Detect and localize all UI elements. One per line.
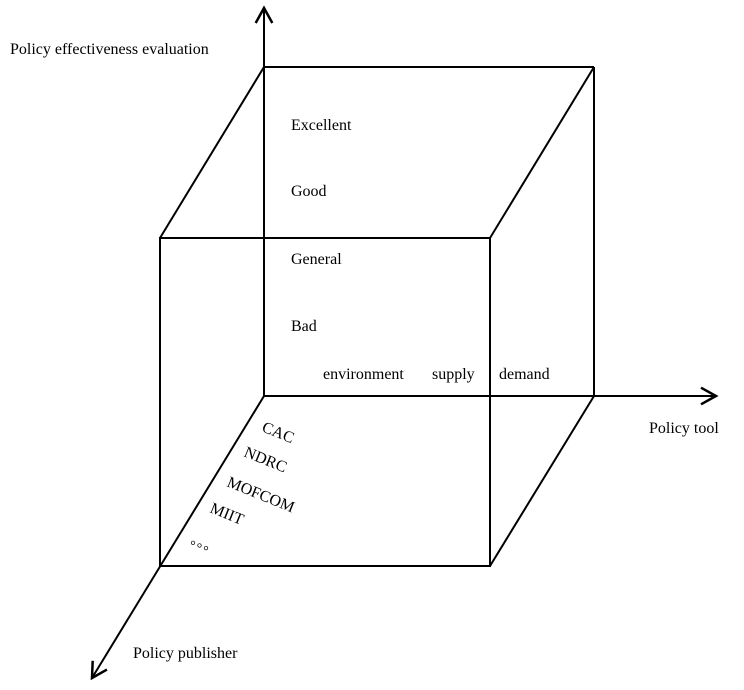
publisher-ellipsis: 。。。	[189, 533, 221, 557]
front-face	[159, 237, 491, 567]
edge-top-right	[489, 66, 595, 239]
depth-axis-label: Policy publisher	[133, 645, 238, 662]
level-general: General	[291, 251, 342, 268]
level-bad: Bad	[291, 318, 317, 335]
edge-bottom-right	[489, 395, 595, 567]
publisher-cac: CAC	[260, 419, 297, 447]
vertical-axis-label: Policy effectiveness evaluation	[10, 41, 209, 58]
publisher-miit: MIIT	[208, 500, 247, 529]
level-good: Good	[291, 183, 327, 200]
edge-top-left	[159, 66, 265, 239]
publisher-ndrc: NDRC	[242, 444, 290, 476]
depth-axis	[90, 395, 265, 681]
level-excellent: Excellent	[291, 117, 352, 134]
tool-supply: supply	[432, 366, 475, 383]
horizontal-axis-label: Policy tool	[649, 420, 719, 437]
tool-demand: demand	[499, 366, 550, 383]
tool-environment: environment	[323, 366, 404, 383]
